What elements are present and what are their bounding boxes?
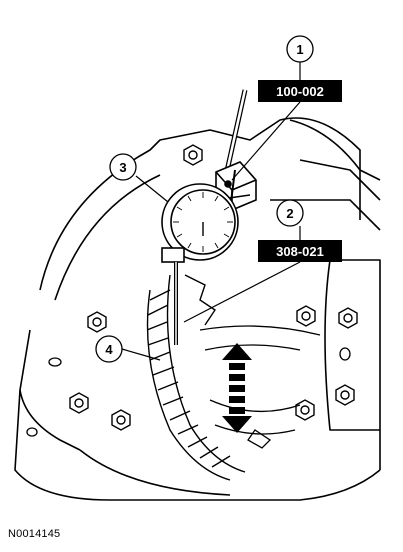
- callout-1-number: 1: [296, 42, 303, 57]
- ring-gear: [146, 274, 246, 481]
- tool-label-2-text: 308-021: [276, 244, 324, 259]
- differential-case: [199, 325, 321, 449]
- movement-arrow: [222, 343, 252, 433]
- bolt: [69, 392, 89, 414]
- callout-4: 4: [95, 335, 123, 363]
- callout-3-number: 3: [119, 160, 126, 175]
- bolt: [295, 399, 315, 421]
- bolt: [111, 409, 131, 431]
- tool-label-100-002: 100-002: [258, 80, 342, 102]
- dial-ticks: [173, 192, 233, 252]
- figure-id: N0014145: [8, 528, 61, 540]
- leader-lines: [121, 62, 301, 361]
- callout-4-number: 4: [105, 342, 113, 357]
- callout-2: 2: [276, 199, 304, 227]
- tool-label-308-021: 308-021: [258, 240, 342, 262]
- bolt: [335, 384, 355, 406]
- tool-label-1-text: 100-002: [276, 84, 324, 99]
- housing-outline: [14, 117, 381, 501]
- magnetic-base: [215, 89, 257, 211]
- callout-1: 1: [286, 35, 314, 63]
- housing-bolts: [69, 144, 358, 431]
- bolt: [338, 307, 358, 329]
- dial-indicator: [161, 169, 251, 345]
- callout-3: 3: [109, 153, 137, 181]
- bolt: [87, 311, 107, 333]
- housing-holes: [26, 347, 351, 437]
- bolt: [296, 305, 316, 327]
- callout-2-number: 2: [286, 206, 293, 221]
- bolt: [183, 144, 203, 166]
